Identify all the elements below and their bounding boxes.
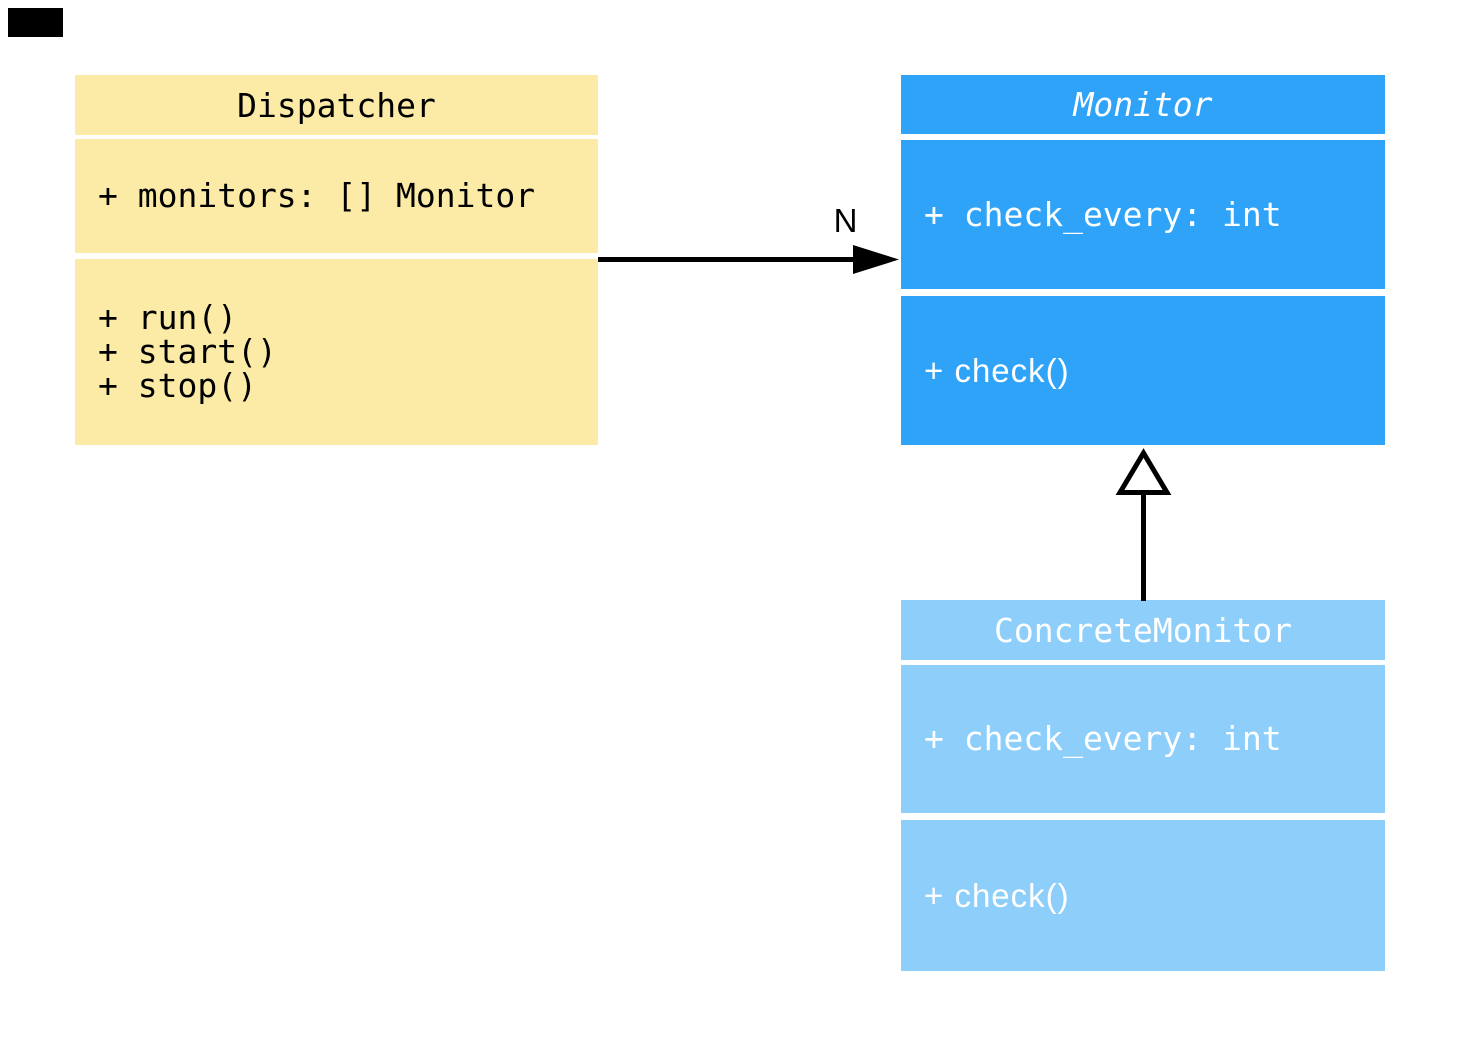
class-name-concrete-monitor: ConcreteMonitor bbox=[993, 610, 1292, 650]
filled-arrowhead-icon bbox=[853, 245, 899, 274]
attribute-line: + check_every: int bbox=[924, 194, 1282, 234]
class-box-concrete-monitor: ConcreteMonitor + check_every: int + che… bbox=[901, 600, 1385, 971]
class-title-compartment: Dispatcher bbox=[75, 75, 598, 135]
method-line: + check() bbox=[924, 876, 1070, 914]
class-attributes-compartment: + check_every: int bbox=[901, 140, 1385, 289]
class-title-compartment: ConcreteMonitor bbox=[901, 600, 1385, 660]
class-name-dispatcher: Dispatcher bbox=[237, 85, 436, 125]
method-line: + run() bbox=[98, 298, 238, 337]
class-title-compartment: Monitor bbox=[901, 75, 1385, 134]
class-box-dispatcher: Dispatcher + monitors: [] Monitor + run(… bbox=[75, 75, 598, 445]
class-attributes-compartment: + check_every: int bbox=[901, 665, 1385, 813]
class-name-monitor: Monitor bbox=[1073, 85, 1213, 124]
class-methods-compartment: + check() bbox=[901, 296, 1385, 445]
class-methods-compartment: + run() + start() + stop() bbox=[75, 259, 598, 445]
class-methods-compartment: + check() bbox=[901, 820, 1385, 971]
class-attributes-compartment: + monitors: [] Monitor bbox=[75, 139, 598, 253]
association-multiplicity-label: N bbox=[833, 202, 858, 239]
attribute-line: + monitors: [] Monitor bbox=[98, 176, 536, 215]
association-arrow-dispatcher-to-monitor bbox=[598, 245, 899, 274]
class-box-monitor: Monitor + check_every: int + check() bbox=[901, 75, 1385, 445]
method-line: + stop() bbox=[98, 366, 257, 405]
top-left-black-mark bbox=[8, 8, 63, 37]
attribute-line: + check_every: int bbox=[924, 719, 1282, 758]
method-line: + check() bbox=[924, 351, 1070, 389]
hollow-triangle-arrowhead-icon bbox=[1115, 448, 1172, 495]
inheritance-arrow-concrete-monitor-to-monitor bbox=[1115, 448, 1172, 601]
method-line: + start() bbox=[98, 332, 277, 371]
